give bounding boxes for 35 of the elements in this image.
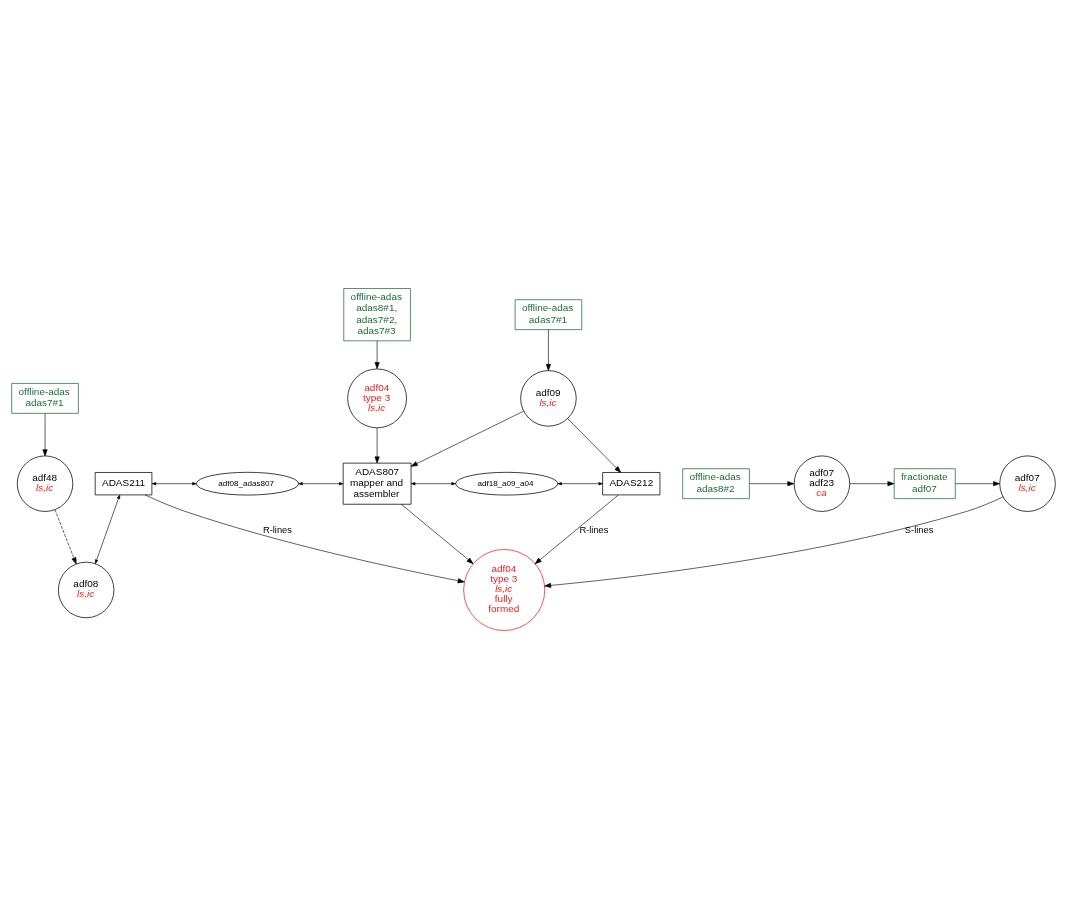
node-box: offline-adas adas7#1: [11, 383, 79, 414]
arrow: [534, 494, 619, 565]
arrow: [955, 481, 1000, 487]
node-circle: adf07 adf23 ca: [793, 455, 851, 512]
arrow: [374, 340, 380, 369]
arrow: [545, 329, 551, 371]
arrow: [144, 494, 465, 584]
arrow: [298, 482, 344, 486]
arrow: [401, 504, 474, 564]
arrow: [42, 413, 48, 457]
arrow: [151, 482, 197, 486]
edge-label: R-lines: [262, 524, 292, 535]
node-circle: adf09 ls,ic: [520, 370, 577, 427]
node-box: ADAS211: [94, 472, 153, 496]
arrow: [95, 494, 121, 564]
node-box: ADAS212: [602, 472, 661, 496]
node-box: fractionate adf07: [893, 468, 956, 499]
arrow: [410, 482, 456, 486]
arrow: [410, 410, 524, 467]
arrow: [374, 427, 380, 464]
node-circle: adf48 ls,ic: [16, 455, 74, 512]
arrow: [567, 418, 622, 473]
arrow: [544, 496, 1004, 588]
arrow: [749, 481, 795, 487]
edge-label: R-lines: [579, 524, 609, 535]
node-circle: adf04 type 3 ls,ic: [347, 368, 407, 429]
arrow: [849, 481, 895, 487]
node-box: ADAS807 mapper and assembler: [342, 462, 412, 505]
node-circle: adf07 ls,ic: [999, 455, 1056, 512]
node-box: offline-adas adas7#1: [514, 299, 583, 330]
node-box: offline-adas adas8#2: [682, 468, 750, 499]
node-box: offline-adas adas8#1, adas7#2, adas7#3: [343, 288, 411, 342]
arrow: [54, 509, 77, 565]
edge-label: S-lines: [904, 524, 934, 535]
arrow: [557, 482, 603, 486]
